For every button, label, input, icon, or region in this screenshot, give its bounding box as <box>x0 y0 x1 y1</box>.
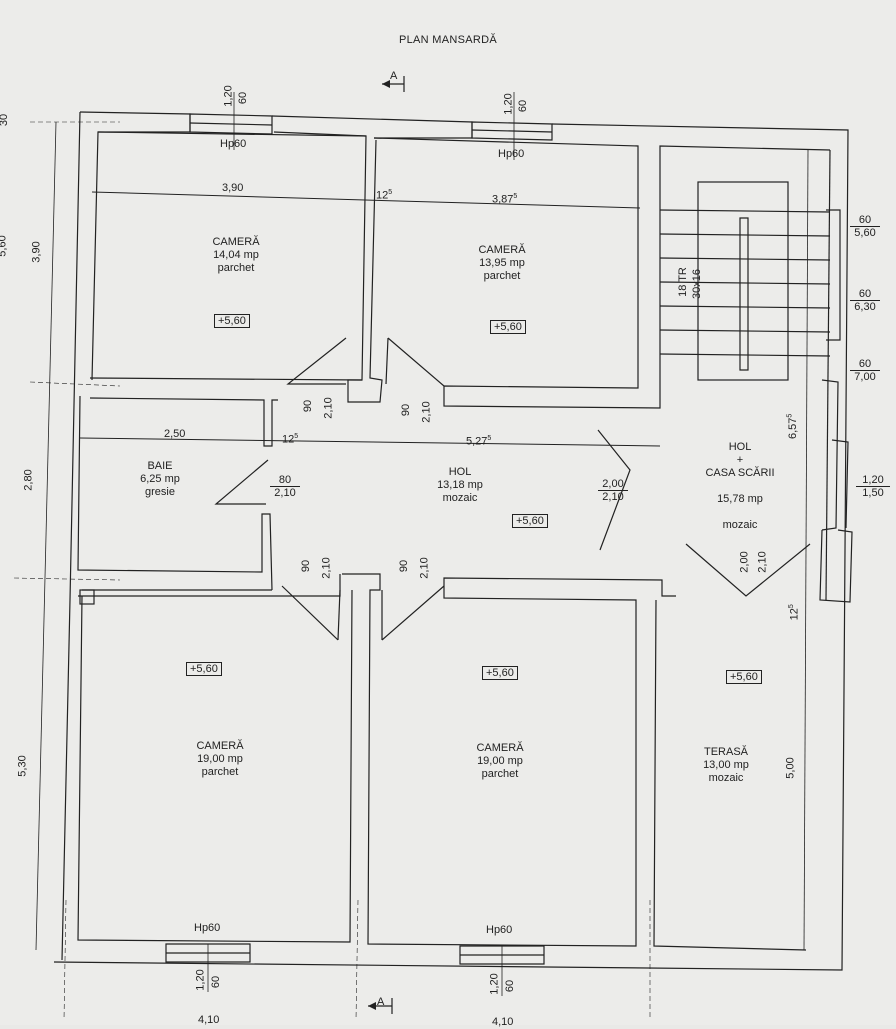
window-height-4: 1,20 <box>488 973 501 995</box>
door-width-2: 90 <box>400 403 413 417</box>
room-area: 14,04 mp <box>213 249 259 261</box>
room-area: 19,00 mp <box>477 755 523 767</box>
room-camera-2: CAMERĂ 13,95 mp parchet <box>442 244 562 283</box>
stairs-size: 30x16 <box>690 269 703 299</box>
room-name: CAMERĂ <box>212 236 260 248</box>
window-label-3: Hp60 <box>194 922 221 934</box>
walls <box>13 76 853 1021</box>
room-finish: mozaic <box>442 492 478 504</box>
dim-right-125: 125 <box>787 604 801 621</box>
dim-room1-width: 3,90 <box>222 182 244 194</box>
section-marker-bottom: A <box>377 996 385 1008</box>
room-finish: mozaic <box>708 772 744 784</box>
window-sill-3: 60 <box>210 975 223 989</box>
door-width-4: 90 <box>398 559 411 573</box>
dim-left-top: 5,60 <box>0 235 9 257</box>
dim-left-530: 5,30 <box>16 755 29 777</box>
dim-left-280: 2,80 <box>22 469 35 491</box>
section-marker-top: A <box>390 70 398 82</box>
room-name: BAIE <box>147 460 173 472</box>
door-height-4: 2,10 <box>418 557 431 579</box>
room-camera-3: CAMERĂ 19,00 mp parchet <box>160 740 280 779</box>
window-height-1: 1,20 <box>222 85 235 107</box>
room-area: 13,00 mp <box>703 759 749 771</box>
door-height-5: 2,10 <box>756 551 769 573</box>
room-area: 15,78 mp <box>717 493 763 505</box>
room-name: HOL <box>448 466 472 478</box>
door-width-1: 90 <box>302 399 315 413</box>
level-room-3: +5,60 <box>186 662 222 676</box>
room-name: HOL + CASA SCĂRII <box>705 441 775 479</box>
door-height-2: 2,10 <box>420 401 433 423</box>
dim-left-390: 3,90 <box>30 241 43 263</box>
window-label-1: Hp60 <box>220 138 247 150</box>
window-sill-4: 60 <box>504 979 517 993</box>
room-finish: parchet <box>201 766 239 778</box>
room-area: 13,95 mp <box>479 257 525 269</box>
level-room-2: +5,60 <box>490 320 526 334</box>
room-area: 19,00 mp <box>197 753 243 765</box>
room-camera-1: CAMERĂ 14,04 mp parchet <box>176 236 296 275</box>
room-finish: parchet <box>483 270 521 282</box>
room-area: 13,18 mp <box>437 479 483 491</box>
room-terasa: TERASĂ 13,00 mp mozaic <box>676 746 776 785</box>
door-width-3: 90 <box>300 559 313 573</box>
level-room-4: +5,60 <box>482 666 518 680</box>
window-sill-1: 60 <box>237 91 250 105</box>
room-finish: parchet <box>217 262 255 274</box>
room-hol-casa-scarii: HOL + CASA SCĂRII 15,78 mp mozaic <box>690 428 790 545</box>
window-height-3: 1,20 <box>194 969 207 991</box>
room-name: TERASĂ <box>703 746 748 758</box>
room-finish: mozaic <box>722 519 758 531</box>
room-name: CAMERĂ <box>476 742 524 754</box>
room-baie: BAIE 6,25 mp gresie <box>110 460 210 499</box>
room-name: CAMERĂ <box>478 244 526 256</box>
dim-bottom-a: 4,10 <box>198 1014 220 1026</box>
dim-room2-width: 3,875 <box>492 193 518 206</box>
dim-bottom-b: 4,10 <box>492 1016 514 1028</box>
room-finish: parchet <box>481 768 519 780</box>
room-camera-4: CAMERĂ 19,00 mp parchet <box>440 742 560 781</box>
section-arrow-heads <box>368 80 390 1010</box>
plan-title: PLAN MANSARDĂ <box>398 34 498 46</box>
level-terasa: +5,60 <box>726 670 762 684</box>
room-hol: HOL 13,18 mp mozaic <box>400 466 520 505</box>
dim-baie-width: 2,50 <box>164 428 186 440</box>
dim-wall-gap: 125 <box>376 189 393 202</box>
window-label-2: Hp60 <box>498 148 525 160</box>
room-finish: gresie <box>145 486 175 498</box>
dim-hol-width: 5,275 <box>466 435 492 448</box>
room-area: 6,25 mp <box>140 473 180 485</box>
door-height-1: 2,10 <box>322 397 335 419</box>
dim-left-30: 30 <box>0 113 11 127</box>
door-height-3: 2,10 <box>320 557 333 579</box>
dim-wall-gap-2: 125 <box>282 433 299 446</box>
room-name: CAMERĂ <box>196 740 244 752</box>
window-label-4: Hp60 <box>486 924 513 936</box>
window-sill-2: 60 <box>517 99 530 113</box>
level-room-1: +5,60 <box>214 314 250 328</box>
door-width-5: 2,00 <box>738 551 751 573</box>
window-height-2: 1,20 <box>502 93 515 115</box>
dim-right-500: 5,00 <box>784 757 797 779</box>
stairs-steps: 18 TR <box>676 267 689 297</box>
level-hol: +5,60 <box>512 514 548 528</box>
